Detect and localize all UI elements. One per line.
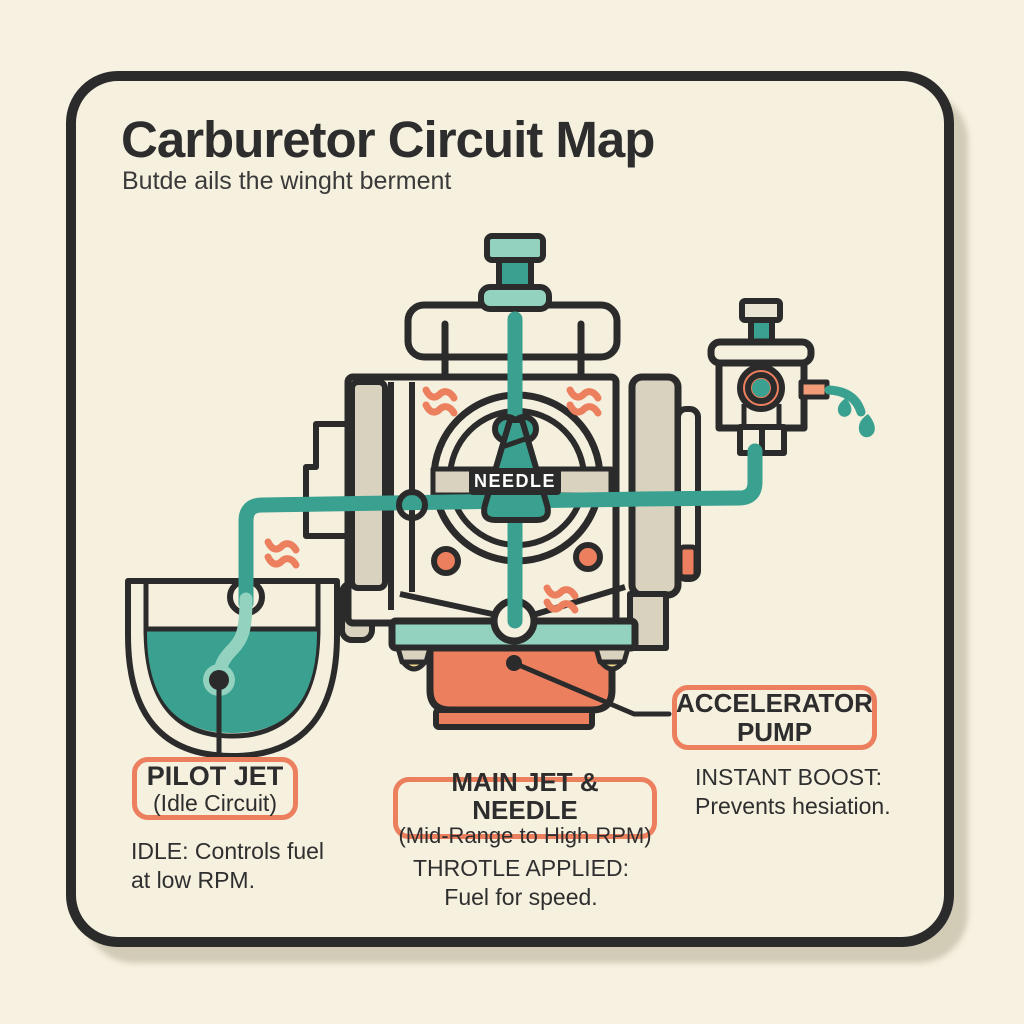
bolt-dome-left	[400, 659, 428, 672]
fuel-line-main	[238, 443, 763, 611]
chevron	[543, 598, 579, 614]
pump-crossbar	[707, 338, 815, 367]
spray-arc	[824, 385, 866, 417]
chevron	[264, 553, 300, 569]
left-slab	[349, 379, 388, 591]
throttle-caption-line2: Fuel for speed.	[444, 883, 598, 910]
bolt-dome-right	[598, 659, 626, 672]
funnel-line-left	[399, 591, 498, 618]
funnel-line-right	[532, 584, 626, 618]
page-title: Carburetor Circuit Map	[121, 111, 655, 168]
pump-nozzle	[798, 379, 830, 400]
pump-cap	[739, 298, 783, 323]
float-bowl-inner-wall	[143, 581, 321, 739]
main-jet-label-box: MAIN JET & NEEDLE (Mid-Range to High RPM…	[393, 768, 657, 847]
pilot-jet-label-box: PILOT JET (Idle Circuit)	[132, 757, 298, 820]
throttle-caption: THROTLE APPLIED: Fuel for speed.	[391, 854, 651, 912]
pilot-jet-sublabel: (Idle Circuit)	[153, 789, 277, 816]
page-subtitle: Butde ails the winght berment	[122, 167, 452, 195]
carburetor-top	[404, 233, 621, 382]
spray-drop-small	[837, 398, 852, 417]
bowl-drain-plate	[433, 707, 595, 730]
leader-dot-accelerator	[506, 655, 522, 671]
chevron	[422, 401, 458, 417]
needle-notch	[502, 435, 531, 449]
orange-bowl	[426, 644, 616, 714]
fuel-spray	[824, 385, 875, 438]
cap-base	[478, 284, 552, 312]
pump-diaphragm-center	[752, 379, 770, 397]
chevron	[543, 584, 579, 600]
accelerator-pump-label: ACCELERATOR	[676, 688, 873, 719]
leader-accelerator-pump	[511, 660, 672, 717]
chevron	[264, 538, 300, 554]
body-rivet-left	[431, 546, 461, 576]
boost-caption-line2: Prevents hesiation.	[695, 792, 891, 819]
accelerator-pump-sublabel: PUMP	[736, 716, 813, 747]
accelerator-pump-device	[707, 298, 830, 456]
boost-caption: INSTANT BOOST: Prevents hesiation.	[695, 763, 891, 821]
fuel-line-node-ring	[396, 489, 428, 521]
idle-caption-line1: IDLE: Controls fuel	[131, 838, 325, 864]
chevron	[566, 386, 602, 402]
accelerator-pump-label-box: ACCELERATOR PUMP	[672, 685, 877, 750]
main-jet-sublabel: (Mid-Range to High RPM)	[398, 823, 652, 849]
main-jet-label: MAIN JET & NEEDLE	[451, 767, 599, 826]
boost-caption-line1: INSTANT BOOST:	[695, 764, 883, 790]
idle-caption: IDLE: Controls fuel at low RPM.	[131, 837, 324, 895]
airflow-chevrons	[264, 386, 602, 614]
chevron	[422, 386, 458, 402]
idle-caption-line2: at low RPM.	[131, 866, 255, 893]
pump-diaphragm-ring	[745, 372, 777, 404]
throttle-caption-line1: THROTLE APPLIED:	[412, 855, 629, 881]
needle-label: NEEDLE	[469, 468, 561, 495]
spray-drop-large	[858, 414, 875, 438]
right-panel-orange-tab	[677, 544, 699, 580]
body-rivet-right	[573, 542, 603, 572]
leader-lines	[216, 655, 672, 760]
cap-top	[484, 233, 546, 263]
right-slab	[628, 373, 682, 599]
pilot-jet-dot	[209, 670, 229, 690]
chevron	[566, 401, 602, 417]
pilot-jet-label: PILOT JET	[146, 760, 284, 791]
